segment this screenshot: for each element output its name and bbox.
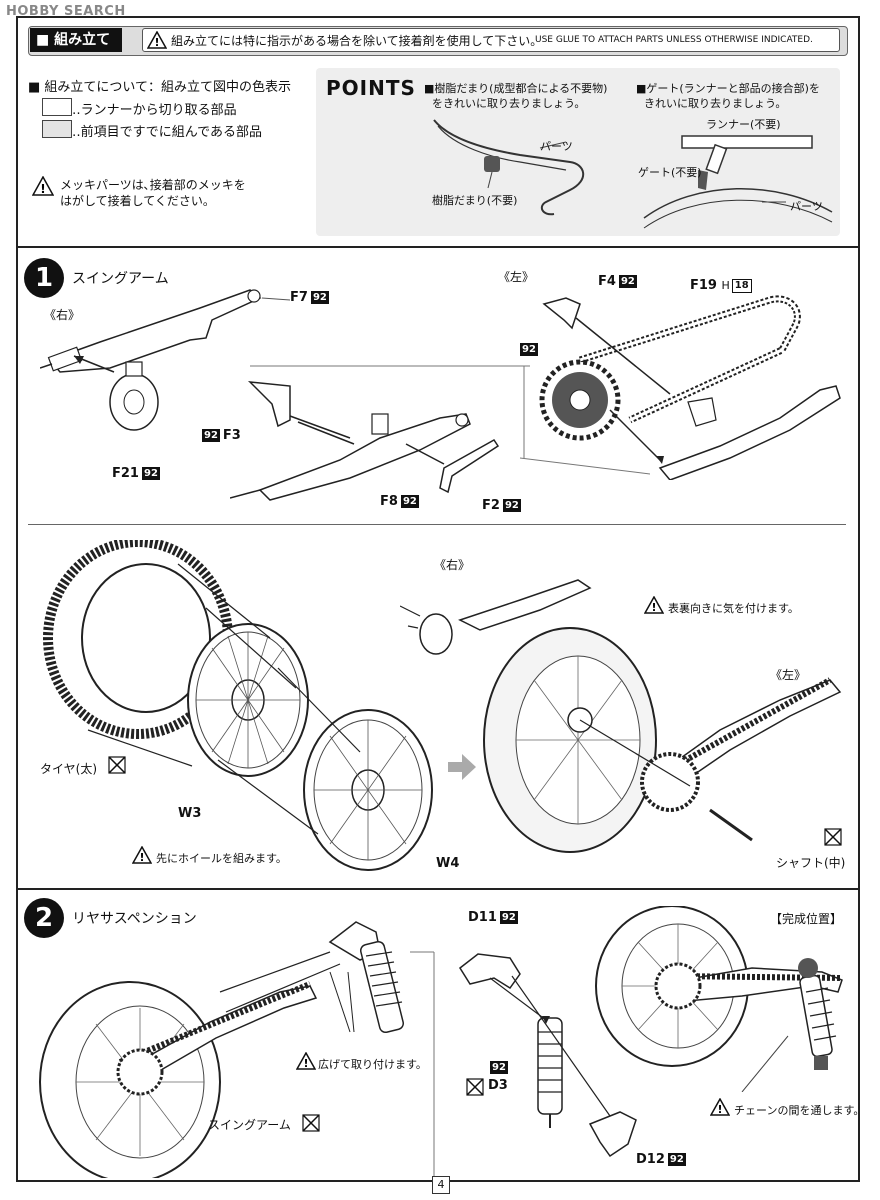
step-1-number: 1 <box>24 258 64 298</box>
legend-prebuilt-text: ‥前項目ですでに組んである部品 <box>72 125 263 140</box>
legend-swatch-prebuilt <box>42 120 72 138</box>
plating-note-1: メッキパーツは､接着部のメッキを <box>60 178 246 192</box>
right-side-label-2: 《右》 <box>434 558 471 572</box>
rear-suspension-illustration <box>39 921 435 1178</box>
part-f21-disc-illustration <box>109 361 159 431</box>
divider-step1-sub <box>28 524 846 525</box>
plating-note-2: はがして接着してください。 <box>60 194 215 208</box>
spread-note: 広げて取り付けます。 <box>318 1058 427 1071</box>
warning-icon: ! <box>32 176 54 196</box>
glue-note-box: ! 組み立てには特に指示がある場合を除いて接着剤を使用して下さい。 USE GL… <box>142 28 840 52</box>
no-glue-icon <box>302 1114 320 1132</box>
resin-blob-icon <box>484 156 500 172</box>
right-side-label: 《右》 <box>44 308 81 322</box>
glue-note-en: USE GLUE TO ATTACH PARTS UNLESS OTHERWIS… <box>535 35 813 45</box>
svg-text:!: ! <box>303 1057 308 1070</box>
tip2-part-label: パーツ <box>790 200 823 213</box>
tip2-line1: ■ゲート(ランナーと部品の接合部)を <box>636 82 820 95</box>
gate-removal-illustration <box>643 135 833 229</box>
section-tag: ■ 組み立て <box>30 28 122 52</box>
points-title: POINTS <box>326 76 416 100</box>
shock-parts-illustration <box>459 953 637 1158</box>
tip2-gate-label: ゲート(不要) <box>638 166 702 179</box>
chain-sprocket-swingarm-illustration <box>539 295 841 480</box>
shock-spring-icon <box>359 940 405 1034</box>
completed-position-illustration <box>595 906 843 1092</box>
warning-icon: ! <box>644 596 664 614</box>
warning-icon: ! <box>296 1052 316 1070</box>
tip1-line1: ■樹脂だまり(成型都合による不要物) <box>424 82 608 95</box>
step-1-title: スイングアーム <box>72 271 169 287</box>
step-2-title: リヤサスペンション <box>72 911 197 927</box>
orientation-note: 表裏向きに気を付けます。 <box>668 602 799 615</box>
divider-step1-step2 <box>16 888 860 890</box>
warning-icon: ! <box>132 846 152 864</box>
part-label-w3: W3 <box>178 806 202 821</box>
swingarm-f8-illustration <box>230 365 530 501</box>
page-number: 4 <box>432 1176 450 1194</box>
no-glue-icon <box>466 1078 484 1096</box>
gate-icon <box>698 170 708 190</box>
no-glue-icon <box>108 756 126 774</box>
tip1-part-label: パーツ <box>540 140 573 153</box>
swingarm-right-illustration <box>40 289 291 373</box>
left-side-label-2: 《左》 <box>770 668 807 682</box>
w4-spokes-icon <box>314 720 422 860</box>
resin-removal-illustration <box>433 119 585 216</box>
tip2-line2: きれいに取り去りましょう。 <box>644 97 787 110</box>
chain-note: チェーンの間を通します。 <box>734 1104 865 1117</box>
svg-text:!: ! <box>154 36 159 49</box>
no-glue-icon <box>824 828 842 846</box>
tire-label: タイヤ(太) <box>40 762 98 776</box>
tip1-line2: をきれいに取り去りましょう。 <box>432 97 586 110</box>
sprocket-color-badge: 92 <box>520 343 538 356</box>
part-label-d3: D3 <box>488 1078 508 1093</box>
glue-note-ja: 組み立てには特に指示がある場合を除いて接着剤を使用して下さい。 <box>171 34 543 48</box>
tip1-resin-label: 樹脂だまり(不要) <box>432 194 518 207</box>
step-2-number: 2 <box>24 898 64 938</box>
assembly-arrow-icon <box>448 754 476 780</box>
left-side-label: 《左》 <box>498 270 535 284</box>
legend-swatch-runner <box>42 98 72 116</box>
tire-wheel-explode-illustration <box>43 540 433 871</box>
completed-position-label: 【完成位置】 <box>770 912 843 926</box>
warning-icon: ! <box>710 1098 730 1116</box>
svg-text:!: ! <box>139 851 144 864</box>
part-label-w4: W4 <box>436 856 460 871</box>
color-legend-title: ■ 組み立てについて：組み立て図中の色表示 <box>28 80 292 95</box>
wheel-assembly-illustration <box>400 579 842 853</box>
part-label-d3-badge: 92 <box>490 1061 508 1074</box>
wheel-first-note: 先にホイールを組みます。 <box>156 852 287 865</box>
svg-text:!: ! <box>717 1103 722 1116</box>
legend-runner-text: ‥ランナーから切り取る部品 <box>72 103 237 118</box>
watermark: HOBBY SEARCH <box>6 4 126 19</box>
warning-icon: ! <box>147 31 167 49</box>
svg-text:!: ! <box>40 182 45 196</box>
shaft-label: シャフト(中) <box>776 856 846 870</box>
divider-intro-step1 <box>16 246 860 248</box>
tip2-runner-label: ランナー(不要) <box>706 118 781 131</box>
swingarm-label: スイングアーム <box>208 1118 291 1132</box>
connector-line-left <box>520 366 650 475</box>
svg-text:!: ! <box>651 601 656 614</box>
points-panel <box>316 68 840 236</box>
